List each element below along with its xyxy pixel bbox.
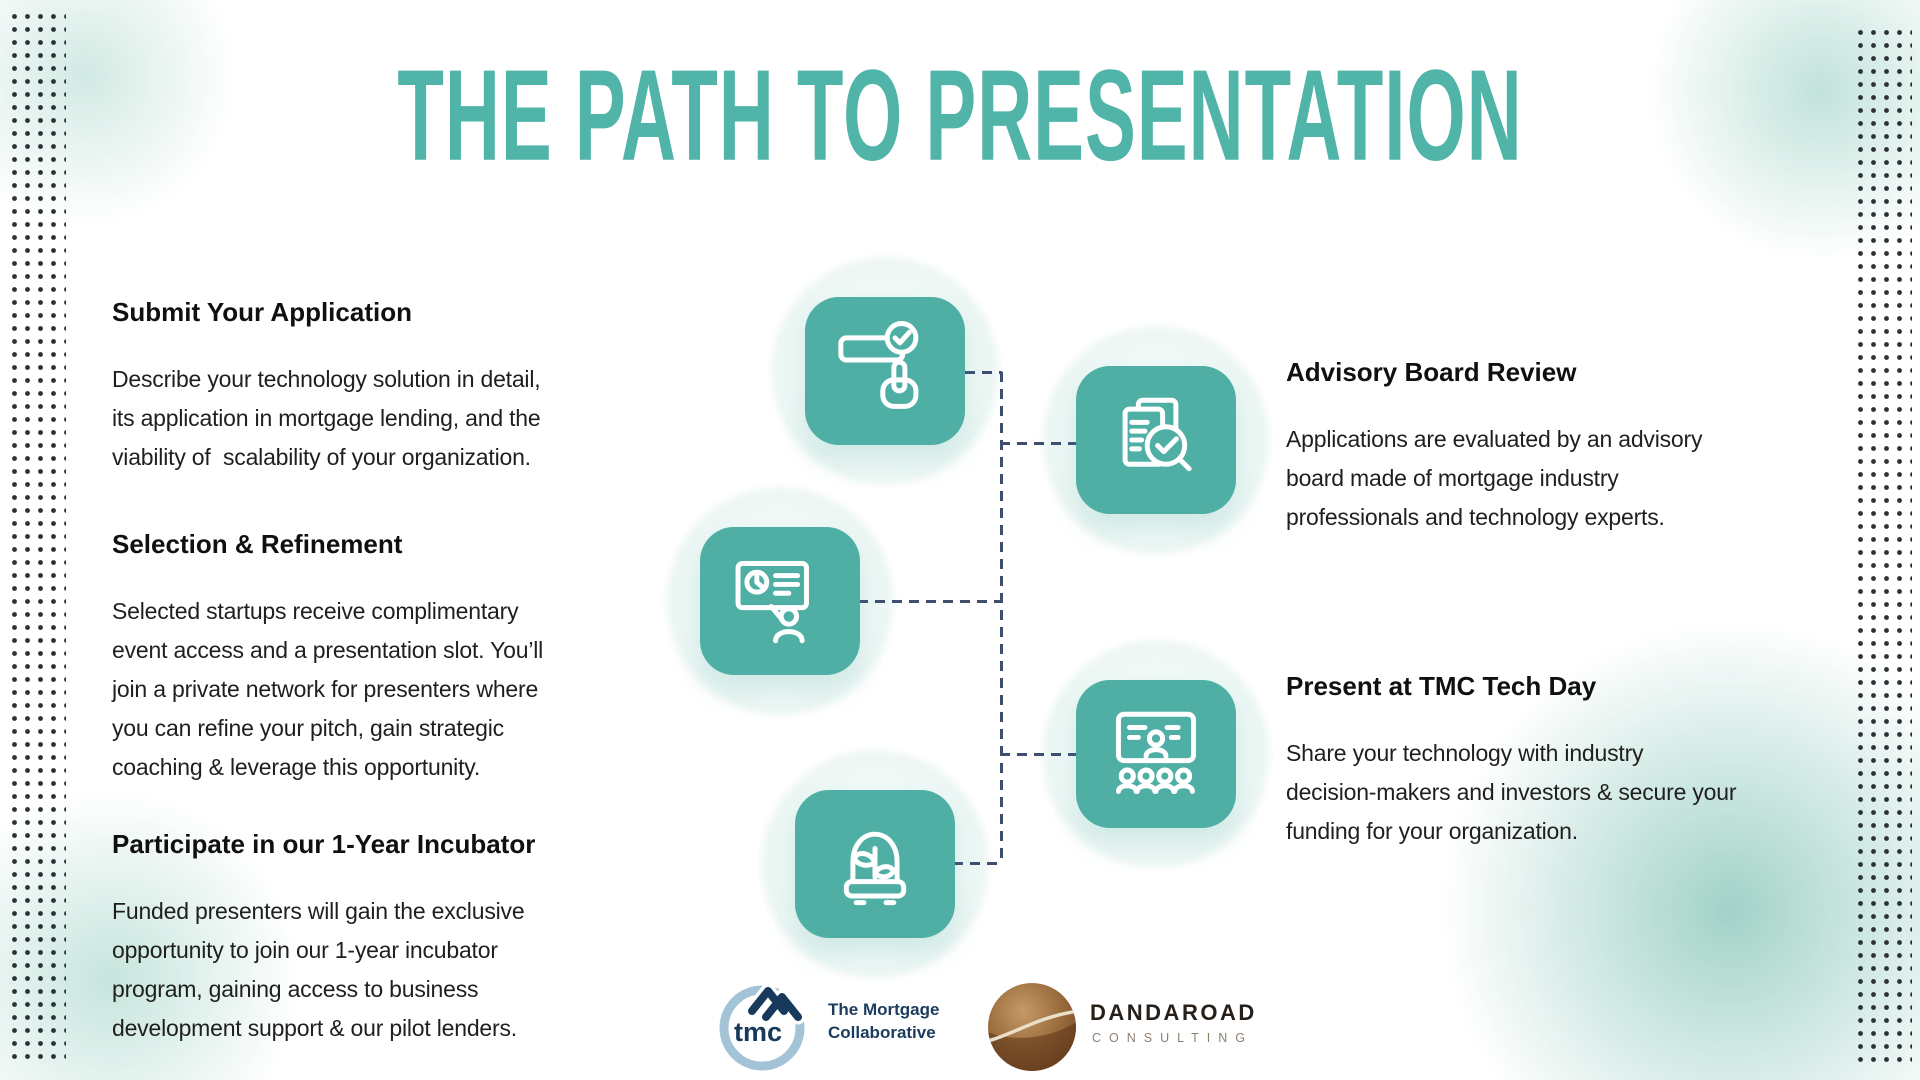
connector-step3 [858, 600, 1002, 603]
step-incubator: Participate in our 1-Year Incubator Fund… [112, 828, 672, 1048]
tmc-name-line2: Collaborative [828, 1023, 936, 1042]
application-check-icon [805, 297, 965, 445]
step-submit-application: Submit Your Application Describe your te… [112, 296, 672, 477]
document-review-glyph [1122, 397, 1192, 472]
tmc-logo-name: The Mortgage Collaborative [828, 998, 939, 1044]
incubator-plant-icon [795, 790, 955, 938]
tech-day-audience-glyph [1115, 711, 1197, 795]
step-present-tech-day: Present at TMC Tech Day Share your techn… [1286, 670, 1846, 851]
step-advisory-board-review: Advisory Board Review Applications are e… [1286, 356, 1846, 537]
step-body: Selected startups receive complimentary … [112, 598, 544, 780]
connector-step5 [953, 862, 1002, 865]
step-body: Share your technology with industry deci… [1286, 740, 1737, 844]
step-heading: Selection & Refinement [112, 529, 403, 559]
step-selection-refinement: Selection & Refinement Selected startups… [112, 528, 672, 787]
connector-vertical-line [1000, 372, 1003, 864]
tech-day-audience-icon [1076, 680, 1236, 828]
tmc-name-line1: The Mortgage [828, 1000, 940, 1019]
connector-step1 [965, 371, 1002, 374]
step-body: Applications are evaluated by an advisor… [1286, 426, 1703, 530]
presentation-board-glyph [735, 560, 809, 644]
dandaroad-name: DANDAROAD [1090, 1000, 1257, 1025]
step-heading: Advisory Board Review [1286, 357, 1577, 387]
step-body: Describe your technology solution in det… [112, 366, 541, 470]
dandaroad-logo [988, 983, 1076, 1071]
dandaroad-subtitle: CONSULTING [1092, 1031, 1254, 1045]
document-review-icon [1076, 366, 1236, 514]
step-body: Funded presenters will gain the exclusiv… [112, 898, 525, 1041]
page-title: THE PATH TO PRESENTATION [397, 44, 1523, 189]
step-heading: Submit Your Application [112, 297, 412, 327]
dot-pattern-right [1854, 26, 1912, 1066]
application-check-glyph [838, 321, 919, 409]
tmc-monogram: tmc [734, 1017, 782, 1047]
tmc-logo: tmc [719, 983, 806, 1071]
presentation-board-icon [700, 527, 860, 675]
step-heading: Present at TMC Tech Day [1286, 671, 1597, 701]
connector-step2 [1000, 442, 1078, 445]
step-heading: Participate in our 1-Year Incubator [112, 829, 536, 859]
dot-pattern-left [8, 10, 66, 1064]
connector-step4 [1000, 753, 1078, 756]
incubator-plant-glyph [843, 831, 907, 906]
